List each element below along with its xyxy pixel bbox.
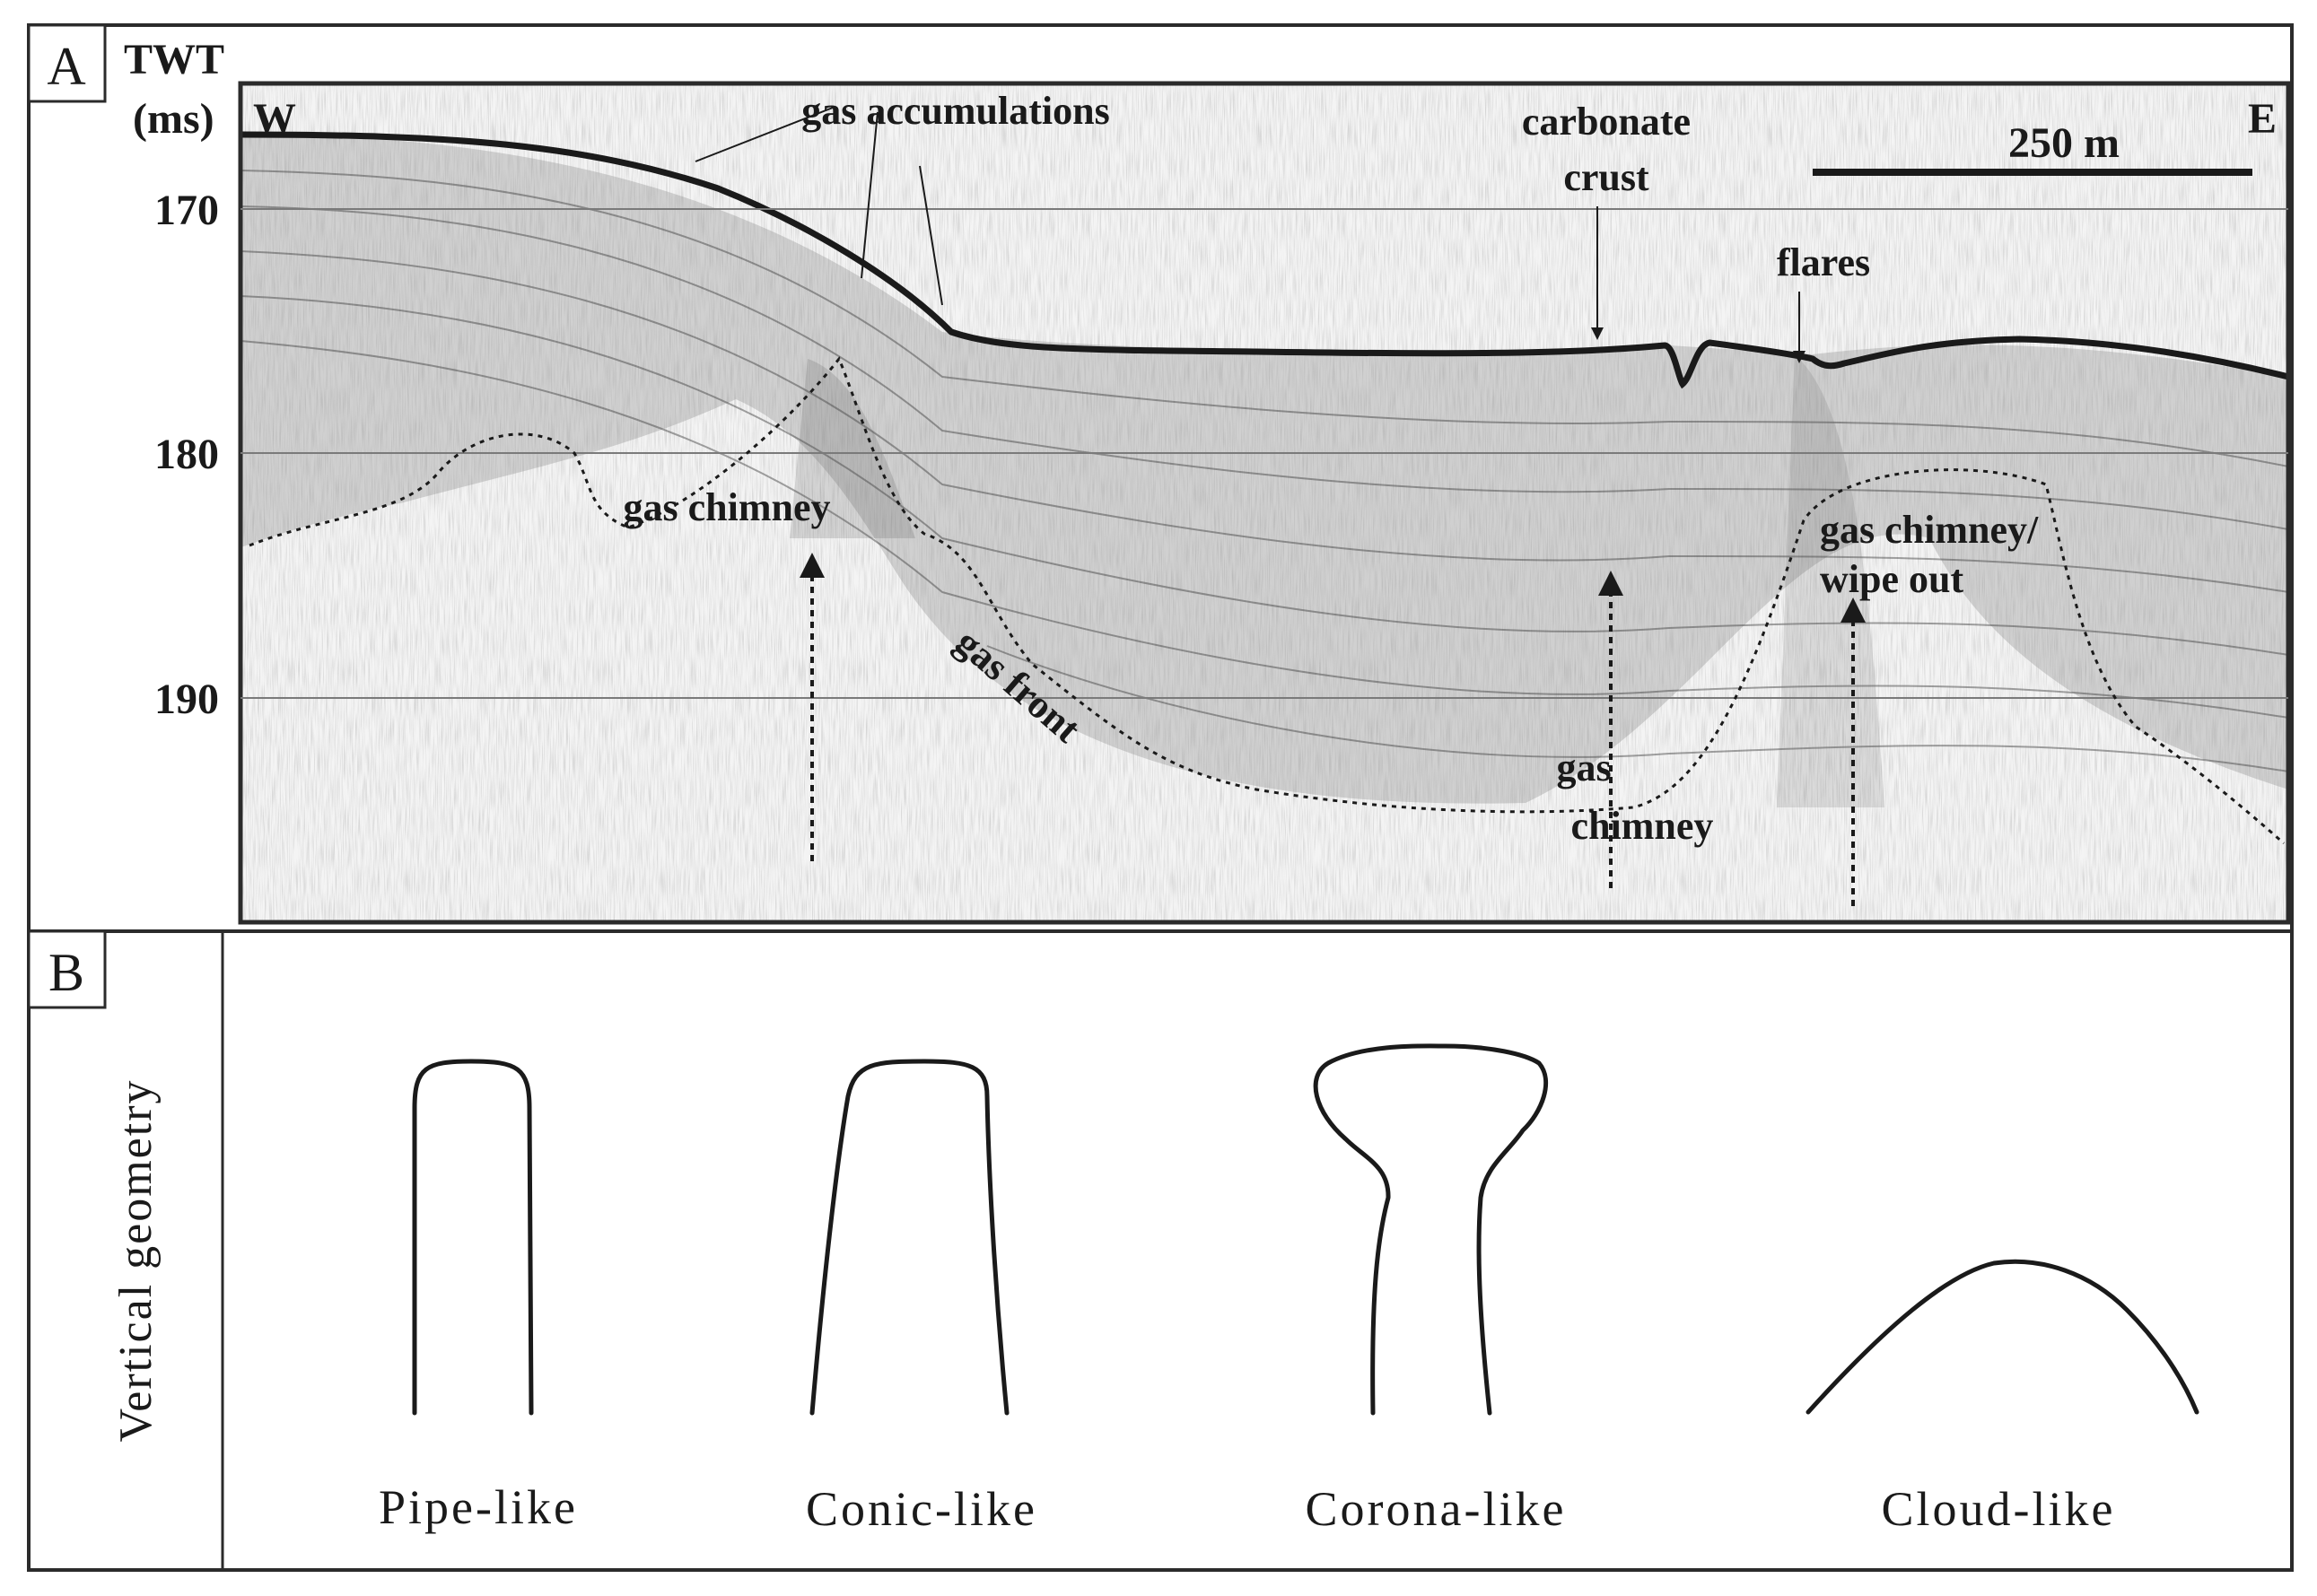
label-gas-chimney-left: gas chimney xyxy=(624,485,831,529)
east-label: E xyxy=(2248,95,2277,143)
conic-like-label: Conic-like xyxy=(806,1482,1037,1536)
time-gridlines xyxy=(240,208,2288,699)
axis-tick-170: 170 xyxy=(154,187,219,234)
conic-like-shape xyxy=(809,1059,1010,1416)
label-carbonate: carbonate xyxy=(1522,100,1691,144)
panel-b: B Vertical geometry Pipe-like Conic-like… xyxy=(27,929,2199,1570)
vertical-geometry-label: Vertical geometry xyxy=(110,1078,162,1442)
label-gas-chimney-wipe-1: gas chimney/ xyxy=(1820,508,2039,552)
seabed-reflector xyxy=(240,131,2288,389)
panel-b-letter: B xyxy=(48,943,84,1002)
pipe-like-label: Pipe-like xyxy=(379,1480,578,1534)
scale-bar-label: 250 m xyxy=(2008,119,2120,167)
reflectors xyxy=(240,170,2288,772)
sediment-body xyxy=(240,135,2288,804)
west-label: W xyxy=(253,95,296,143)
label-chimney-mid: chimney xyxy=(1571,804,1714,848)
axis-tick-190: 190 xyxy=(154,676,219,723)
label-gas-chimney-wipe-2: wipe out xyxy=(1820,557,1963,601)
axis-tick-180: 180 xyxy=(154,431,219,478)
cloud-like-label: Cloud-like xyxy=(1882,1482,2116,1536)
geometry-shapes xyxy=(412,1043,2199,1416)
axis-title-line2: (ms) xyxy=(133,95,214,143)
corona-like-shape xyxy=(1313,1043,1549,1416)
corona-like-label: Corona-like xyxy=(1306,1482,1567,1536)
panel-a-letter: A xyxy=(47,37,85,96)
axis-title-line1: TWT xyxy=(124,36,224,83)
seismic-frame xyxy=(238,81,2291,925)
seismic-texture xyxy=(240,83,2288,922)
label-gas-accumulations: gas accumulations xyxy=(801,89,1109,133)
leader-lines xyxy=(695,107,1806,363)
panel-b-letter-box xyxy=(27,929,107,1009)
panel-a: A xyxy=(27,23,2291,925)
upward-arrows xyxy=(800,553,1866,906)
outer-frame xyxy=(27,23,2294,1572)
panel-a-letter-box xyxy=(27,23,107,103)
gas-front-outline xyxy=(249,356,2285,845)
label-flares: flares xyxy=(1777,240,1870,284)
seismic-section xyxy=(238,81,2291,925)
cloud-like-shape xyxy=(1806,1259,2199,1415)
label-crust: crust xyxy=(1563,155,1649,199)
label-gas-mid: gas xyxy=(1556,746,1611,789)
pipe-like-shape xyxy=(412,1059,534,1416)
